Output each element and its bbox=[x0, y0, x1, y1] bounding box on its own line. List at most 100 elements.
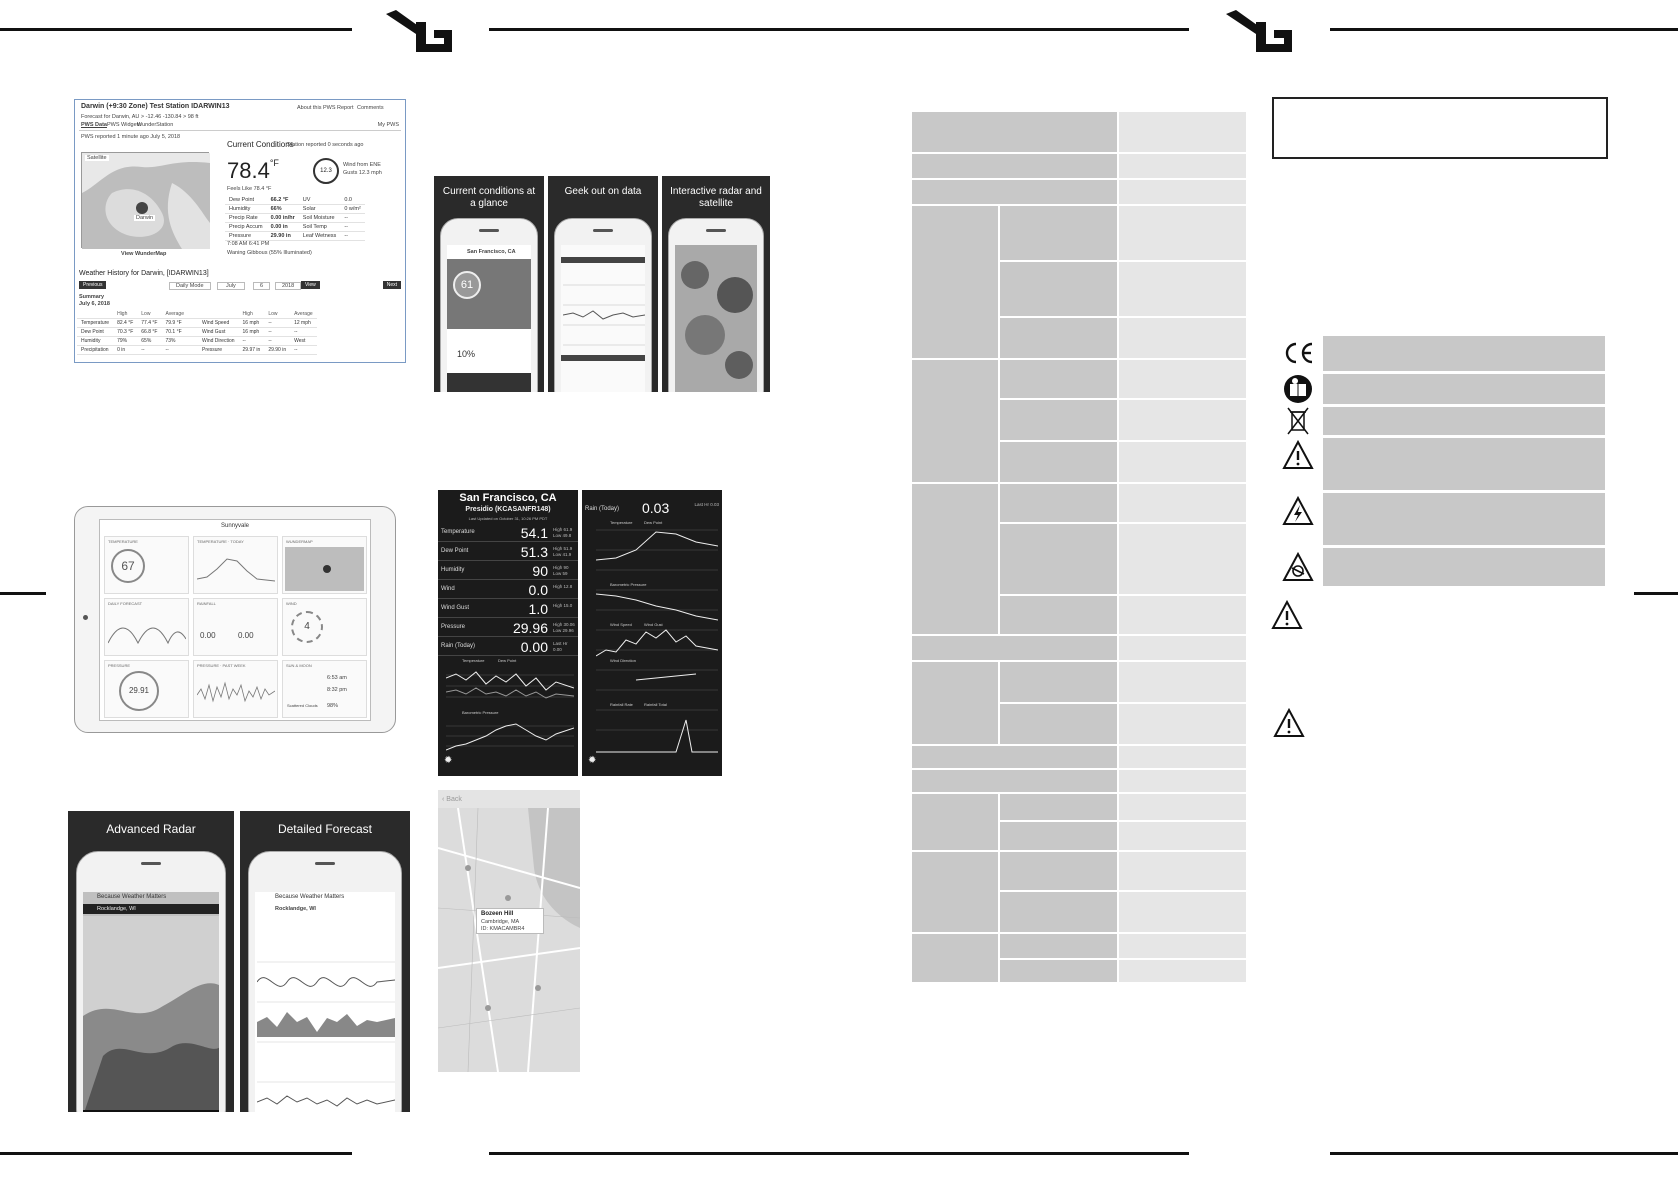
day-select[interactable]: 6 bbox=[253, 282, 271, 290]
chart-label: Dew Point bbox=[498, 658, 517, 663]
map-place-label: Darwin bbox=[134, 215, 156, 221]
station-title: Darwin (+9:30 Zone) Test Station IDARWIN… bbox=[81, 103, 230, 110]
header-link[interactable]: Report bbox=[337, 105, 354, 111]
temp-dial: 61 bbox=[453, 271, 481, 299]
panel-caption: Current conditions at a glance bbox=[442, 186, 536, 209]
chart-label: Rainfall Rate bbox=[610, 702, 633, 707]
precip-percent: 10% bbox=[457, 349, 476, 359]
updated-line: PWS reported 1 minute ago July 5, 2018 bbox=[81, 134, 181, 140]
sun-line: 7:08 AM 6:41 PM bbox=[227, 241, 270, 247]
tile-temperature[interactable]: TEMPERATURE 67 bbox=[104, 536, 189, 594]
multi-parameter-charts bbox=[596, 529, 718, 753]
top-rule-left bbox=[0, 28, 352, 31]
panel-caption: Detailed Forecast bbox=[277, 822, 373, 836]
current-conditions-title: Current Conditions bbox=[227, 140, 294, 149]
tile-sun-moon[interactable]: SUN & MOON 6:53 am 8:32 pm Scattered Clo… bbox=[282, 660, 367, 718]
next-button[interactable]: Next bbox=[382, 281, 401, 289]
tile-pressure-week[interactable]: PRESSURE · PAST WEEK bbox=[193, 660, 278, 718]
header-link[interactable]: About this PWS bbox=[297, 105, 336, 111]
wind-compass: 4 bbox=[291, 611, 323, 643]
radar-map[interactable] bbox=[83, 916, 219, 1112]
sunrise-time: 6:53 am bbox=[327, 675, 347, 681]
station-map-screenshot[interactable]: ‹ Back Bozeen Hill Cambridge, MA ID: KMA… bbox=[438, 790, 580, 1072]
panel-caption: Advanced Radar bbox=[106, 822, 196, 836]
dashboard-title: Sunnyvale bbox=[220, 523, 250, 529]
sunset-time: 8:32 pm bbox=[327, 687, 347, 693]
station-map[interactable]: Satellite Darwin bbox=[81, 152, 210, 249]
back-link[interactable]: ‹ Back bbox=[442, 796, 462, 803]
bottom-rule-left bbox=[0, 1152, 352, 1155]
symbol-row-manual bbox=[1323, 374, 1605, 404]
mode-select[interactable]: Daily Mode bbox=[169, 282, 211, 290]
warning-icon bbox=[1271, 600, 1303, 629]
dark-app-title: San Francisco, CA bbox=[459, 492, 557, 504]
radar-location: Rocklandge, WI bbox=[97, 906, 136, 912]
read-manual-icon bbox=[1284, 375, 1312, 403]
tile-wind[interactable]: WIND 4 bbox=[282, 598, 367, 656]
phone-frame: Because Weather Matters Rocklandge, WI bbox=[76, 851, 226, 1112]
summary-date: July 6, 2018 bbox=[79, 301, 110, 307]
tab-wunderstation[interactable]: WunderStation bbox=[137, 122, 174, 128]
radar-map[interactable] bbox=[675, 245, 757, 392]
symbol-row-disposal bbox=[1323, 407, 1605, 435]
station-city: Cambridge, MA bbox=[481, 919, 520, 925]
electric-hazard-icon bbox=[1282, 496, 1314, 525]
wind-from: Wind from ENE bbox=[343, 162, 381, 168]
rainfall-value: 0.00 bbox=[238, 631, 254, 640]
rain-value: 0.03 bbox=[642, 500, 670, 516]
specification-table bbox=[912, 112, 1246, 982]
station-callout[interactable]: Bozeen Hill Cambridge, MA ID: KMACAMBR4 bbox=[476, 908, 544, 934]
rain-last-hr: Last Hr 0.03 bbox=[694, 502, 719, 507]
dark-app-screen-right: Rain (Today) 0.03 Last Hr 0.03 Temperatu… bbox=[582, 490, 722, 776]
previous-button[interactable]: Previous bbox=[79, 281, 107, 289]
settings-gear-icon[interactable]: ✹ bbox=[588, 755, 597, 766]
hourly-data-graph bbox=[563, 284, 645, 346]
warning-icon bbox=[1282, 440, 1314, 469]
chart-label: Wind Direction bbox=[610, 658, 637, 663]
notice-box bbox=[1272, 97, 1608, 159]
weee-bin-icon bbox=[1287, 407, 1309, 435]
wind-dial: 12.3 bbox=[313, 158, 339, 184]
dark-app-updated: Last Updated on October 31, 10:26 PM PDT bbox=[468, 516, 548, 521]
chart-label: Wind Gust bbox=[644, 622, 663, 627]
my-pws-link[interactable]: My PWS bbox=[377, 122, 399, 128]
tab-pws-widgets[interactable]: PWS Widgets bbox=[107, 122, 141, 128]
city-map bbox=[438, 808, 580, 1072]
month-select[interactable]: July bbox=[217, 282, 245, 290]
ce-mark-icon bbox=[1285, 342, 1313, 364]
header-link[interactable]: Comments bbox=[357, 105, 384, 111]
tile-rainfall[interactable]: RAINFALL 0.00 0.00 bbox=[193, 598, 278, 656]
tablet-dashboard: Sunnyvale TEMPERATURE 67 TEMPERATURE · T… bbox=[99, 519, 371, 721]
moon-illumination: 98% bbox=[327, 703, 339, 709]
tile-daily-forecast[interactable]: DAILY FORECAST bbox=[104, 598, 189, 656]
moon-line: Waning Gibbous (55% Illuminated) bbox=[227, 250, 312, 256]
tab-pws-data[interactable]: PWS Data bbox=[81, 122, 107, 128]
settings-gear-icon[interactable]: ✹ bbox=[444, 755, 453, 766]
tablet-frame: Sunnyvale TEMPERATURE 67 TEMPERATURE · T… bbox=[74, 506, 396, 733]
phone-frame: Because Weather Matters Rocklandge, WI bbox=[248, 851, 402, 1112]
tile-wundermap[interactable]: WUNDERMAP bbox=[282, 536, 367, 594]
view-wundermap-link[interactable]: View WunderMap bbox=[121, 251, 167, 257]
station-name: Bozeen Hill bbox=[481, 911, 514, 917]
banner: Because Weather Matters bbox=[275, 894, 345, 900]
feels-like: Feels Like 78.4 °F bbox=[227, 186, 272, 192]
side-tick-left bbox=[0, 592, 46, 595]
phone-city: San Francisco, CA bbox=[467, 249, 516, 255]
year-select[interactable]: 2018 bbox=[275, 282, 302, 290]
tile-temperature-today[interactable]: TEMPERATURE · TODAY bbox=[193, 536, 278, 594]
app-panel-advanced-radar: Advanced Radar Because Weather Matters R… bbox=[68, 811, 234, 1112]
chart-label: Temperature bbox=[462, 658, 485, 663]
current-temperature: 78.4°F bbox=[227, 158, 279, 183]
dark-app-screen-left: San Francisco, CA Presidio (KCASANFR148)… bbox=[438, 490, 578, 776]
history-title: Weather History for Darwin, [IDARWIN13] bbox=[79, 270, 209, 277]
chart-label: Barometric Pressure bbox=[610, 582, 647, 587]
view-button[interactable]: View bbox=[301, 281, 320, 289]
symbol-row-electric bbox=[1323, 493, 1605, 545]
tile-pressure[interactable]: PRESSURE 29.91 bbox=[104, 660, 189, 718]
map-tab-satellite[interactable]: Satellite bbox=[85, 155, 109, 161]
sky-condition: Scattered Clouds bbox=[287, 703, 318, 708]
forecast-line: Forecast for Darwin, AU > -12.46 -130.84… bbox=[81, 114, 199, 120]
